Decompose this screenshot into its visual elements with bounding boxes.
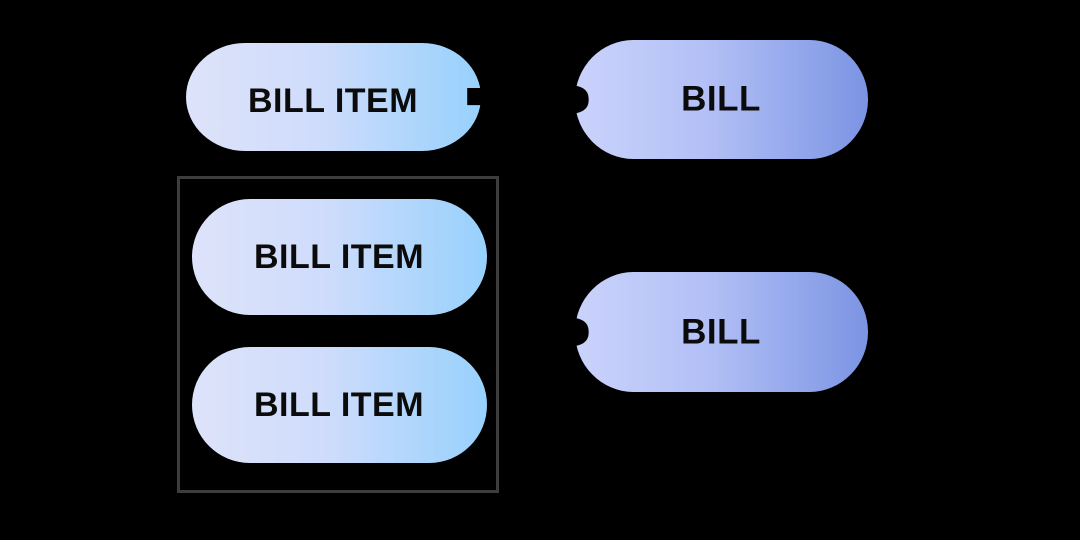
node-bill-item-3[interactable] — [192, 347, 487, 463]
bill-item-3-shape — [192, 347, 487, 463]
bill-item-1-shape — [186, 43, 481, 152]
bill-item-group-box — [177, 176, 499, 493]
node-bill-item-1[interactable] — [186, 43, 481, 152]
bill-2-shape — [575, 272, 869, 392]
node-bill-1[interactable] — [575, 40, 869, 160]
node-bill-item-2[interactable] — [192, 199, 487, 315]
bill-item-2-shape — [192, 199, 487, 315]
node-bill-2[interactable] — [575, 272, 869, 392]
bill-1-shape — [575, 40, 869, 160]
